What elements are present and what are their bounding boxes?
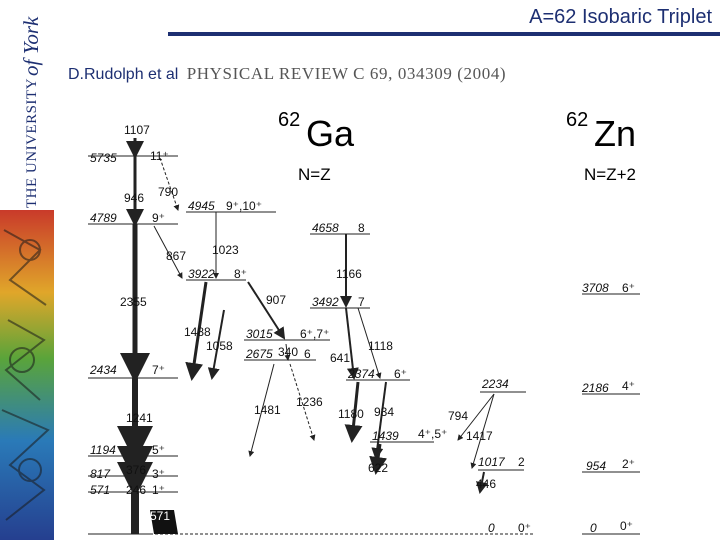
gamma-energy: 1107: [124, 123, 150, 137]
gamma-energy: 1241: [126, 411, 153, 425]
level-spin: 5⁺: [152, 443, 165, 457]
level-energy: 0: [590, 521, 597, 535]
gamma-energy: 340: [278, 345, 298, 359]
level-energy: 817: [90, 467, 111, 481]
svg-text:THE UNIVERSITY: THE UNIVERSITY: [24, 78, 40, 208]
svg-text:of York: of York: [19, 16, 43, 76]
gamma-energy: 907: [266, 293, 286, 307]
citation-author: D.Rudolph et al: [68, 66, 178, 83]
zn62-level-lines: [582, 294, 640, 534]
university-of-york-logo: THE UNIVERSITY of York: [6, 6, 48, 210]
level-energy: 2434: [89, 363, 117, 377]
zn62-label: N=Z+2: [584, 165, 636, 184]
gamma-energy: 794: [448, 409, 468, 423]
crest-image: [0, 210, 54, 540]
level-energy: 3015: [246, 327, 273, 341]
gamma-arrow: [160, 158, 178, 210]
gamma-energy: 1180: [338, 407, 364, 421]
gamma-energy: 867: [166, 249, 186, 263]
ga62-mass: 62: [278, 109, 300, 131]
level-energy: 2374: [347, 367, 375, 381]
gamma-energy: 2355: [120, 295, 147, 309]
level-energy: 3708: [582, 281, 609, 295]
level-spin: 6⁺: [394, 367, 407, 381]
level-energy: 3492: [312, 295, 339, 309]
university-sidebar: THE UNIVERSITY of York: [0, 0, 54, 540]
ga62-label: N=Z: [298, 165, 331, 184]
level-spin: 6⁺: [622, 281, 635, 295]
slide-title: A=62 Isobaric Triplet: [529, 6, 712, 29]
level-spin: 4⁺: [622, 379, 635, 393]
citation: D.Rudolph et al PHYSICAL REVIEW C 69, 03…: [68, 64, 506, 84]
level-spin: 7: [358, 295, 365, 309]
level-spin: 8⁺: [234, 267, 247, 281]
gamma-energy: 446: [476, 477, 496, 491]
gamma-energy: 1166: [336, 267, 362, 281]
ga62-header: 62 Ga N=Z: [278, 109, 355, 184]
gamma-energy: 1417: [466, 429, 493, 443]
level-scheme: 62 Ga N=Z 62 Zn N=Z+2: [54, 88, 720, 540]
gamma-energy: 1236: [296, 395, 323, 409]
level-energy: 5735: [90, 151, 117, 165]
level-energy: 3922: [188, 267, 215, 281]
level-spin: 9⁺,10⁺: [226, 199, 262, 213]
zn62-header: 62 Zn N=Z+2: [566, 109, 636, 184]
gamma-energy: 946: [124, 191, 144, 205]
citation-journal: PHYSICAL REVIEW C 69, 034309 (2004): [187, 64, 506, 83]
level-spin: 7⁺: [152, 363, 165, 377]
level-spin: 3⁺: [152, 467, 165, 481]
zn62-level-labels: 3708 6⁺ 2186 4⁺ 954 2⁺ 0 0⁺: [581, 281, 635, 535]
level-spin: 2: [518, 455, 525, 469]
gamma-energy: 1481: [254, 403, 281, 417]
gamma-energy: 1118: [368, 339, 393, 353]
level-energy: 954: [586, 459, 606, 473]
gamma-energy: 1488: [184, 325, 211, 339]
title-rule: [168, 32, 720, 36]
level-energy: 1017: [478, 455, 506, 469]
level-energy: 571: [90, 483, 110, 497]
level-energy: 2675: [245, 347, 273, 361]
gamma-energy: 1023: [212, 243, 239, 257]
level-energy: 4789: [90, 211, 117, 225]
zn62-element: Zn: [594, 113, 636, 154]
level-spin: 0⁺: [518, 521, 531, 535]
gamma-energy: 246: [126, 483, 146, 497]
level-energy: 4945: [188, 199, 215, 213]
level-energy: 1194: [90, 443, 116, 457]
gamma-energy: 622: [368, 461, 388, 475]
zn62-mass: 62: [566, 109, 588, 131]
level-energy: 2234: [481, 377, 509, 391]
level-spin: 11⁺: [150, 149, 169, 163]
ga62-element: Ga: [306, 113, 355, 154]
gamma-energy: 571: [150, 509, 170, 523]
level-spin: 0⁺: [620, 519, 633, 533]
level-spin: 6: [304, 347, 311, 361]
level-spin: 9⁺: [152, 211, 165, 225]
level-spin: 6⁺,7⁺: [300, 327, 329, 341]
level-spin: 8: [358, 221, 365, 235]
gamma-energy: 934: [374, 405, 394, 419]
level-energy: 2186: [581, 381, 609, 395]
gamma-energy: 1058: [206, 339, 233, 353]
gamma-energy: 641: [330, 351, 350, 365]
level-energy: 0: [488, 521, 495, 535]
level-spin: 1⁺: [152, 483, 165, 497]
level-energy: 1439: [372, 429, 399, 443]
level-energy: 4658: [312, 221, 339, 235]
level-spin: 2⁺: [622, 457, 635, 471]
gamma-energy: 376: [126, 463, 146, 477]
level-spin: 4⁺,5⁺: [418, 427, 447, 441]
gamma-energy: 790: [158, 185, 178, 199]
